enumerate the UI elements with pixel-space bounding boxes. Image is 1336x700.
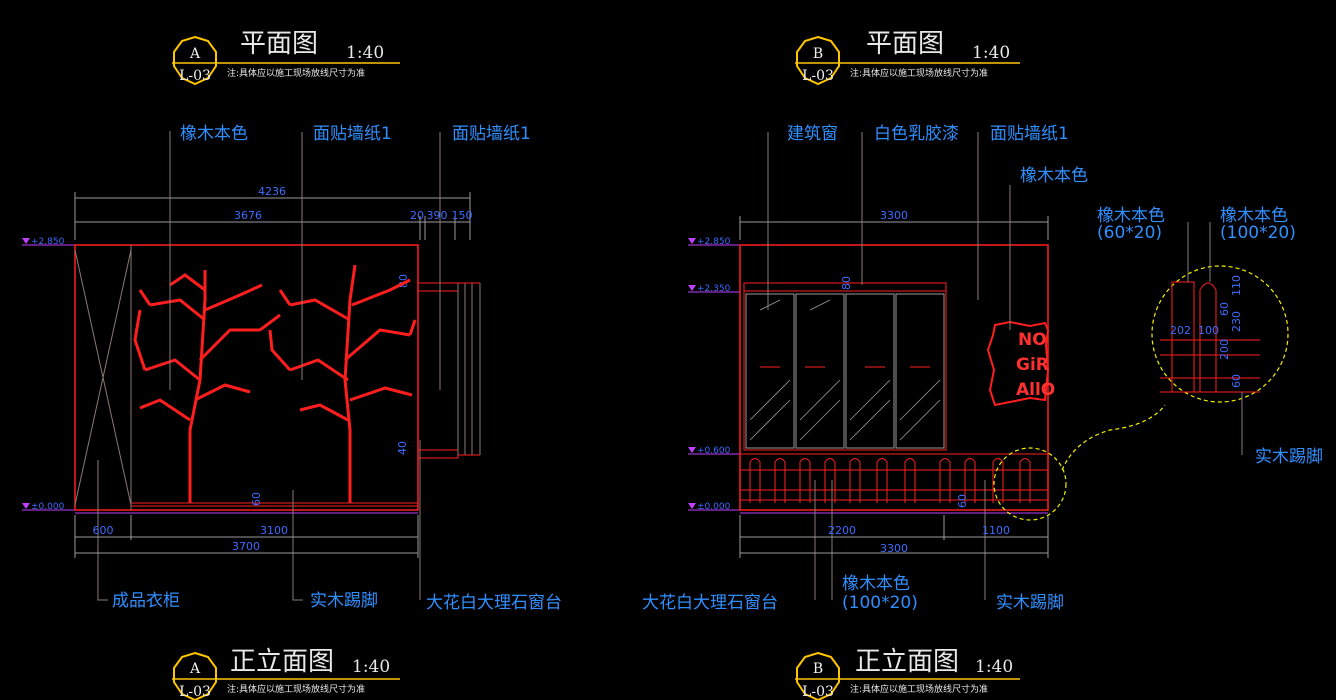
callout-label: (60*20) (1097, 223, 1162, 243)
detail-dim: 60 (1230, 374, 1243, 388)
callout-label: 橡木本色 (842, 574, 910, 594)
level-marker: +0.600 (697, 446, 731, 456)
detail-dim: 110 (1230, 275, 1243, 296)
detail-dim: 60 (1218, 302, 1231, 316)
dim-wall-width: 3676 (234, 209, 262, 222)
view-title: 正立面图 (230, 647, 334, 677)
sign-text: NO (1018, 330, 1047, 350)
callout-label: 面贴墙纸1 (313, 124, 392, 144)
tree-graphic (133, 264, 417, 503)
dim-small: 20 (410, 209, 424, 222)
dim-overall-width: 4236 (258, 185, 286, 198)
callout-label: (100*20) (842, 593, 918, 613)
view-title: 平面图 (866, 29, 944, 59)
dim-side: 60 (956, 494, 969, 508)
callout-label: 白色乳胶漆 (874, 124, 959, 144)
sheet-number: L-03 (802, 68, 834, 84)
dim-bottom: 2200 (828, 524, 856, 537)
dim-bottom: 1100 (982, 524, 1010, 537)
sign-text: AllO (1016, 380, 1055, 400)
elevation-a: 4236 3676 20 390 150 +2.850 ±0.000 (22, 124, 562, 613)
callout-label: 橡木本色 (180, 124, 248, 144)
dim-bottom: 3100 (260, 524, 288, 537)
callout-label: 橡木本色 (1220, 206, 1288, 226)
view-note: 注:具体应以施工现场放线尺寸为准 (850, 683, 988, 695)
callout-label: (100*20) (1220, 223, 1296, 243)
dim-bottom: 3700 (232, 540, 260, 553)
view-title: 平面图 (240, 29, 318, 59)
title-letter: A (189, 46, 201, 62)
callout-label: 橡木本色 (1020, 166, 1088, 186)
title-letter: B (813, 46, 823, 62)
dim-side: 60 (250, 492, 263, 506)
elevation-b: 3300 +2.850 +2.350 +0.600 ±0.000 (642, 124, 1166, 613)
wall-sign-graphic (986, 320, 1050, 407)
detail-dim: 202 (1170, 324, 1191, 337)
dim-bottom: 600 (93, 524, 114, 537)
detail-view: 橡木本色 (60*20) 橡木本色 (100*20) 实木踢脚 202 100 … (1097, 206, 1323, 467)
detail-marker-circle (993, 447, 1067, 521)
level-marker: +2.350 (697, 284, 731, 294)
dim-small: 150 (452, 209, 473, 222)
title-letter: B (813, 661, 823, 677)
level-marker: +2.850 (31, 237, 65, 247)
dim-overall-width: 3300 (880, 209, 908, 222)
callout-label: 大花白大理石窗台 (426, 593, 562, 613)
view-scale: 1:40 (346, 43, 384, 63)
callout-label: 成品衣柜 (112, 591, 180, 611)
callout-label: 实木踢脚 (1255, 447, 1323, 467)
title-block-top-a: A L-03 平面图 1:40 注:具体应以施工现场放线尺寸为准 (172, 29, 400, 86)
railing-graphic (740, 453, 1048, 503)
detail-dim: 200 (1218, 339, 1231, 360)
callout-label: 面贴墙纸1 (452, 124, 531, 144)
view-note: 注:具体应以施工现场放线尺寸为准 (227, 683, 365, 695)
dim-side: 80 (840, 276, 853, 290)
callout-label: 大花白大理石窗台 (642, 593, 778, 613)
view-scale: 1:40 (972, 43, 1010, 63)
callout-label: 建筑窗 (787, 124, 838, 144)
level-marker: ±0.000 (697, 502, 731, 512)
callout-label: 面贴墙纸1 (990, 124, 1069, 144)
detail-dim: 230 (1230, 311, 1243, 332)
view-note: 注:具体应以施工现场放线尺寸为准 (227, 67, 365, 79)
level-marker: ±0.000 (31, 502, 65, 512)
title-block-bottom-a: A L-03 正立面图 1:40 注:具体应以施工现场放线尺寸为准 (172, 647, 400, 700)
view-scale: 1:40 (352, 657, 390, 677)
callout-label: 橡木本色 (1097, 206, 1165, 226)
detail-dim: 100 (1198, 324, 1219, 337)
level-marker: +2.850 (697, 237, 731, 247)
sign-text: GiR (1016, 355, 1049, 375)
dim-small: 390 (427, 209, 448, 222)
sheet-number: L-03 (179, 684, 211, 700)
view-title: 正立面图 (855, 647, 959, 677)
sheet-number: L-03 (179, 68, 211, 84)
title-letter: A (189, 661, 201, 677)
callout-label: 实木踢脚 (310, 591, 378, 611)
dim-bottom: 3300 (880, 542, 908, 555)
dim-side: 40 (396, 441, 409, 455)
view-scale: 1:40 (975, 657, 1013, 677)
view-note: 注:具体应以施工现场放线尺寸为准 (850, 67, 988, 79)
title-block-bottom-b: B L-03 正立面图 1:40 注:具体应以施工现场放线尺寸为准 (795, 647, 1020, 700)
title-block-top-b: B L-03 平面图 1:40 注:具体应以施工现场放线尺寸为准 (795, 29, 1020, 86)
sheet-number: L-03 (802, 684, 834, 700)
callout-label: 实木踢脚 (996, 593, 1064, 613)
